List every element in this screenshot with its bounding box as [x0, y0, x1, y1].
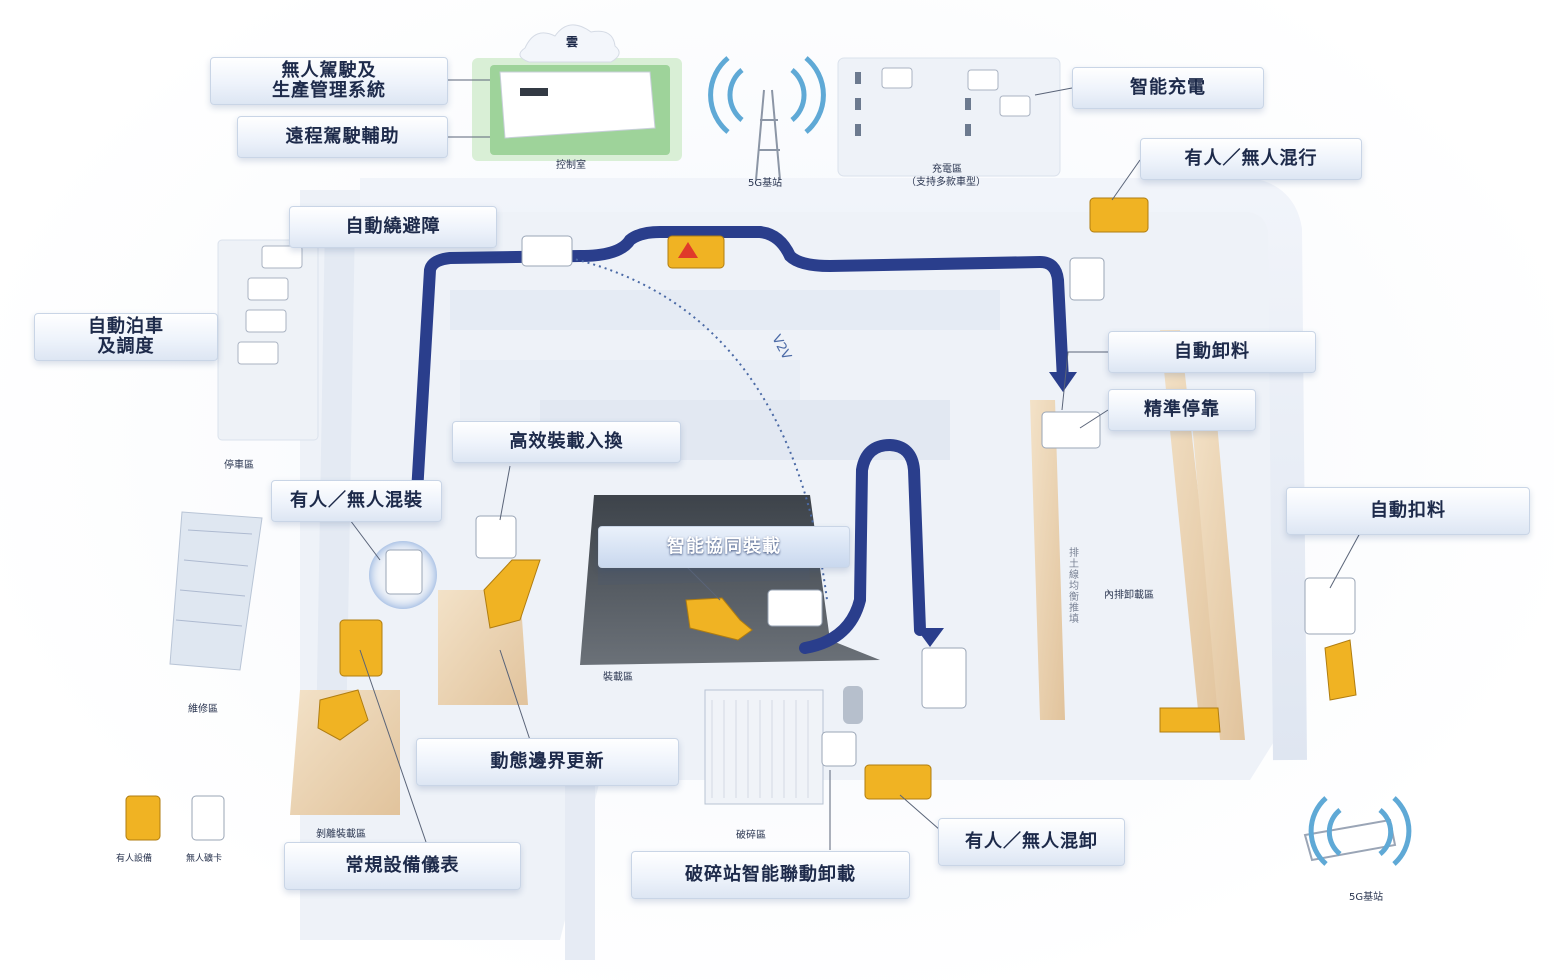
callout-precise-dock: 精準停靠: [1108, 389, 1256, 431]
callout-unmanned-system: 無人駕駛及 生產管理系統: [210, 57, 448, 105]
loading-area-label: 裝載區: [603, 668, 633, 683]
truck-mixed-icon: [1090, 198, 1148, 232]
callout-efficient-load: 高效裝載入換: [452, 421, 681, 463]
base-station-top-label: 5G基站: [748, 174, 782, 189]
cloud-label: 雲: [566, 33, 578, 50]
control-room-label: 控制室: [556, 156, 586, 171]
callout-auto-unload: 自動卸料: [1108, 331, 1316, 373]
callout-auto-avoid: 自動繞避障: [289, 206, 497, 248]
callout-mixed-unload: 有人／無人混卸: [938, 818, 1125, 866]
legend-manned-label: 有人設備: [116, 851, 152, 864]
truck-descending-icon: [1070, 258, 1104, 300]
truck-crusher-icon: [865, 765, 931, 799]
crusher-hopper: [843, 686, 863, 724]
callout-regular-instruments: 常規設備儀表: [284, 842, 521, 890]
truck-pit-exit-icon: [922, 648, 966, 708]
control-room-building: [500, 72, 655, 138]
parking-pad: [218, 240, 318, 440]
tower-bottom-icon: [1305, 798, 1409, 864]
truck-dock-icon: [1042, 412, 1100, 448]
truck-crusher-unmanned-icon: [822, 732, 856, 766]
dump-leveling-label: 排土線均衡推填: [1068, 548, 1080, 625]
callout-crusher-unload: 破碎站智能聯動卸載: [631, 851, 910, 899]
truck-stripping-icon: [340, 620, 382, 676]
legend-unmanned-label: 無人礦卡: [186, 851, 222, 864]
callout-dynamic-boundary: 動態邊界更新: [416, 738, 679, 786]
callout-smart-coop-load: 智能協同裝載: [598, 526, 850, 568]
callout-mixed-load: 有人／無人混裝: [271, 480, 442, 522]
tower-top-icon: [711, 58, 824, 180]
truck-avoid-icon: [522, 236, 572, 266]
legend-unmanned-icon: [192, 796, 224, 840]
callout-auto-parking: 自動泊車 及調度: [34, 313, 218, 361]
truck-obstacle-icon: [668, 236, 724, 268]
truck-auto-dump-icon: [1305, 578, 1355, 634]
stripping-area-label: 剝離裝載區: [316, 825, 366, 840]
charging-pad: [838, 58, 1060, 176]
inner-dump-area-label: 內排卸載區: [1104, 586, 1154, 601]
dozer-icon: [1160, 708, 1220, 732]
maintenance-area-label: 維修區: [188, 700, 218, 715]
base-station-bottom-label: 5G基站: [1349, 888, 1383, 903]
legend-manned-icon: [126, 796, 160, 840]
charging-note-label: （支持多款車型）: [906, 173, 986, 188]
loader-auto-dump-icon: [1325, 640, 1356, 700]
callout-mixed-traffic: 有人／無人混行: [1140, 138, 1362, 180]
crushing-area-label: 破碎區: [736, 826, 766, 841]
callout-smart-charging: 智能充電: [1072, 67, 1264, 109]
truck-mixed-load-icon: [386, 550, 422, 594]
terrace-1: [450, 290, 1000, 330]
control-room-window: [520, 88, 548, 96]
maintenance-shed: [170, 512, 262, 670]
truck-loading-icon: [768, 590, 822, 626]
parking-area-label: 停車區: [224, 456, 254, 471]
truck-efficient-icon: [476, 516, 516, 558]
callout-auto-dump: 自動扣料: [1286, 487, 1530, 535]
callout-remote-assist: 遠程駕駛輔助: [237, 116, 448, 158]
crusher-building: [705, 690, 823, 804]
